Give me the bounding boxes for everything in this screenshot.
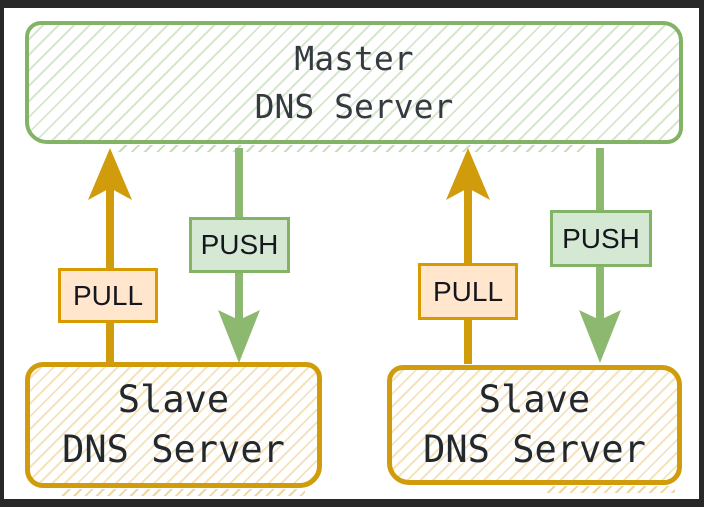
window-frame-left: [0, 0, 4, 507]
push-label-left: PUSH: [189, 217, 290, 273]
slave-node-label-line2: DNS Server: [423, 428, 646, 471]
window-frame-bottom: [0, 499, 704, 507]
slave-dns-server-node-right: Slave DNS Server: [387, 365, 682, 485]
slave-dns-server-node-left: Slave DNS Server: [25, 362, 322, 488]
push-label-text: PUSH: [200, 229, 279, 260]
window-frame-right: [699, 0, 704, 507]
master-node-label-line1: Master: [294, 38, 414, 78]
slave-node-label-line1: Slave: [478, 378, 591, 421]
master-node-label-line2: DNS Server: [254, 86, 454, 126]
slave-node-label-line1: Slave: [117, 378, 230, 421]
master-dns-server-node: Master DNS Server: [25, 21, 683, 144]
pull-label-text: PULL: [432, 275, 504, 307]
pull-label-left: PULL: [58, 268, 158, 323]
window-frame-top: [0, 0, 704, 8]
sketch-overshoot-slave-1: [60, 489, 305, 496]
slave-node-label-line2: DNS Server: [62, 428, 285, 471]
sketch-overshoot-slave-2: [545, 486, 675, 493]
pull-up-arrow-left: [88, 148, 132, 364]
pull-label-text: PULL: [72, 279, 144, 311]
pull-label-right: PULL: [418, 263, 518, 320]
pull-up-arrow-right: [446, 148, 490, 364]
push-label-text: PUSH: [562, 222, 640, 254]
sketch-overshoot-master: [115, 145, 585, 152]
push-label-right: PUSH: [550, 210, 652, 267]
